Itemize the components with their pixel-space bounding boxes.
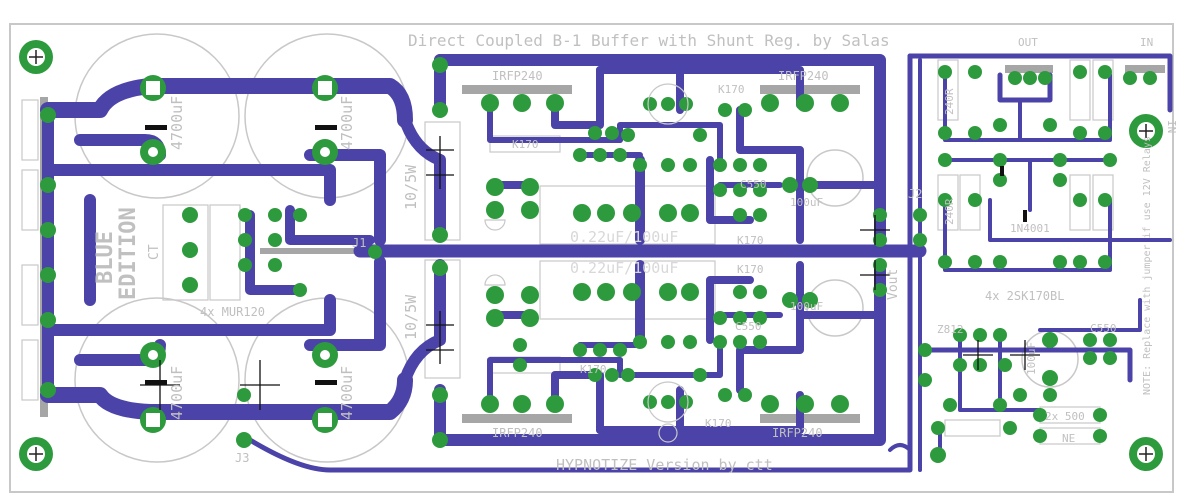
small-cap-label-2: 100uF (790, 300, 823, 313)
j1-label: J1 (352, 236, 366, 250)
in-side-label: IN (1165, 120, 1178, 133)
j3-label: J3 (235, 451, 249, 465)
crosshair-marks (140, 136, 1040, 410)
relay-note: NOTE: Replace with jumper if use 12V Rel… (1142, 136, 1153, 395)
jfet-label-5: K170 (580, 363, 607, 376)
jfet-note: 4x 2SK170BL (985, 289, 1064, 303)
jfet-label-6: K170 (705, 417, 732, 430)
cap-label-b: 4700uF (338, 96, 356, 150)
mounting-holes (19, 40, 1163, 471)
film-cap-bottom: 0.22uF/100uF (570, 259, 678, 277)
bjt-label-1: C550 (740, 178, 767, 191)
pads (40, 57, 1157, 463)
res-240-a: 240R (943, 88, 956, 115)
res-label-bottom: 10/5W (402, 294, 420, 340)
cap-label-c: 4700uF (168, 366, 186, 420)
in-label: IN (1140, 36, 1153, 49)
cap-label-d: 4700uF (338, 366, 356, 420)
jfet-label-1: K170 (512, 138, 539, 151)
mosfet-label-tl: IRFP240 (492, 69, 543, 83)
regulator-label: Z812 (937, 323, 964, 336)
silkscreen-text: Direct Coupled B-1 Buffer with Shunt Reg… (93, 31, 1178, 474)
mosfet-label-br: IRFP240 (772, 426, 823, 440)
diode-1n4001: 1N4001 (1010, 222, 1050, 235)
edition-line-2: EDITION (116, 207, 141, 300)
vout-label: Vout (886, 269, 901, 300)
j2-label: J2 (908, 187, 922, 201)
edition-line-1: BLUE (93, 231, 118, 284)
res-label-top: 10/5W (402, 164, 420, 210)
film-cap-top: 0.22uF/100uF (570, 228, 678, 246)
small-cap-label-1: 100uF (790, 196, 823, 209)
jfet-label-3: K170 (737, 234, 764, 247)
jfet-label-2: K170 (718, 83, 745, 96)
diode-note: 4x MUR120 (200, 305, 265, 319)
small-cap-label-3: 100uF (1025, 342, 1038, 375)
ne-label: NE (1062, 432, 1075, 445)
res-2x500: 2x 500 (1045, 410, 1085, 423)
cap-label-a: 4700uF (168, 96, 186, 150)
footer-credit: HYPNOTIZE Version by ctt (556, 456, 773, 474)
bjt-label-3: C550 (1090, 322, 1117, 335)
jfet-label-4: K170 (737, 263, 764, 276)
res-240-b: 240R (943, 198, 956, 225)
mosfet-label-tr: IRFP240 (778, 69, 829, 83)
ct-label: CT (147, 244, 162, 260)
out-label: OUT (1018, 36, 1038, 49)
pad-holes (146, 81, 332, 427)
bjt-label-2: C550 (735, 320, 762, 333)
transistor-outlines (484, 83, 689, 443)
board-title: Direct Coupled B-1 Buffer with Shunt Reg… (408, 31, 890, 50)
component-bodies (145, 125, 1027, 385)
mosfet-label-bl: IRFP240 (492, 426, 543, 440)
